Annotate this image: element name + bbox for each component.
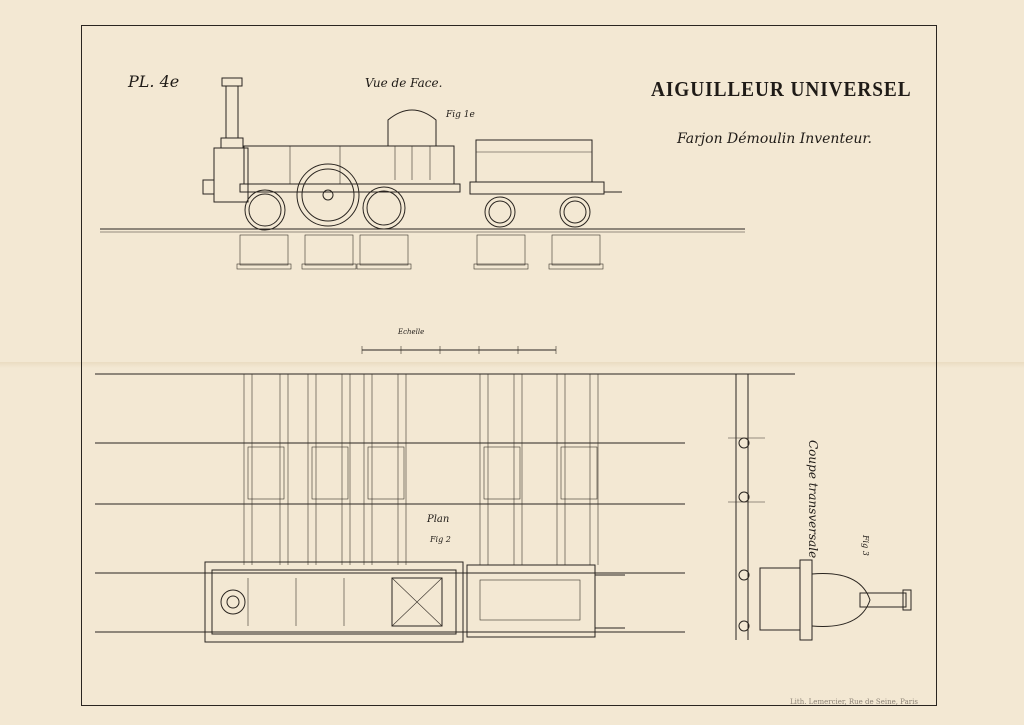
scale-bar	[361, 346, 557, 354]
scale-label: Echelle	[398, 328, 425, 336]
plate-border	[81, 25, 937, 706]
page-fold	[0, 362, 1024, 368]
printer-credit: Lith. Lemercier, Rue de Seine, Paris	[790, 698, 918, 706]
plan-label: Plan	[427, 514, 450, 525]
fig2-label: Fig 2	[430, 535, 451, 544]
plate-number: PL. 4e	[128, 72, 180, 91]
inventor-subtitle: Farjon Démoulin Inventeur.	[677, 131, 872, 147]
fig3-label: Fig 3	[861, 535, 870, 556]
locomotive-elevation	[100, 77, 745, 270]
plan-view	[95, 373, 795, 643]
cross-section	[728, 374, 912, 641]
plate-title: AIGUILLEUR UNIVERSEL	[651, 77, 912, 101]
front-view-label: Vue de Face.	[365, 76, 443, 90]
fig1-label: Fig 1e	[446, 110, 475, 120]
section-label: Coupe transversale	[806, 440, 820, 559]
